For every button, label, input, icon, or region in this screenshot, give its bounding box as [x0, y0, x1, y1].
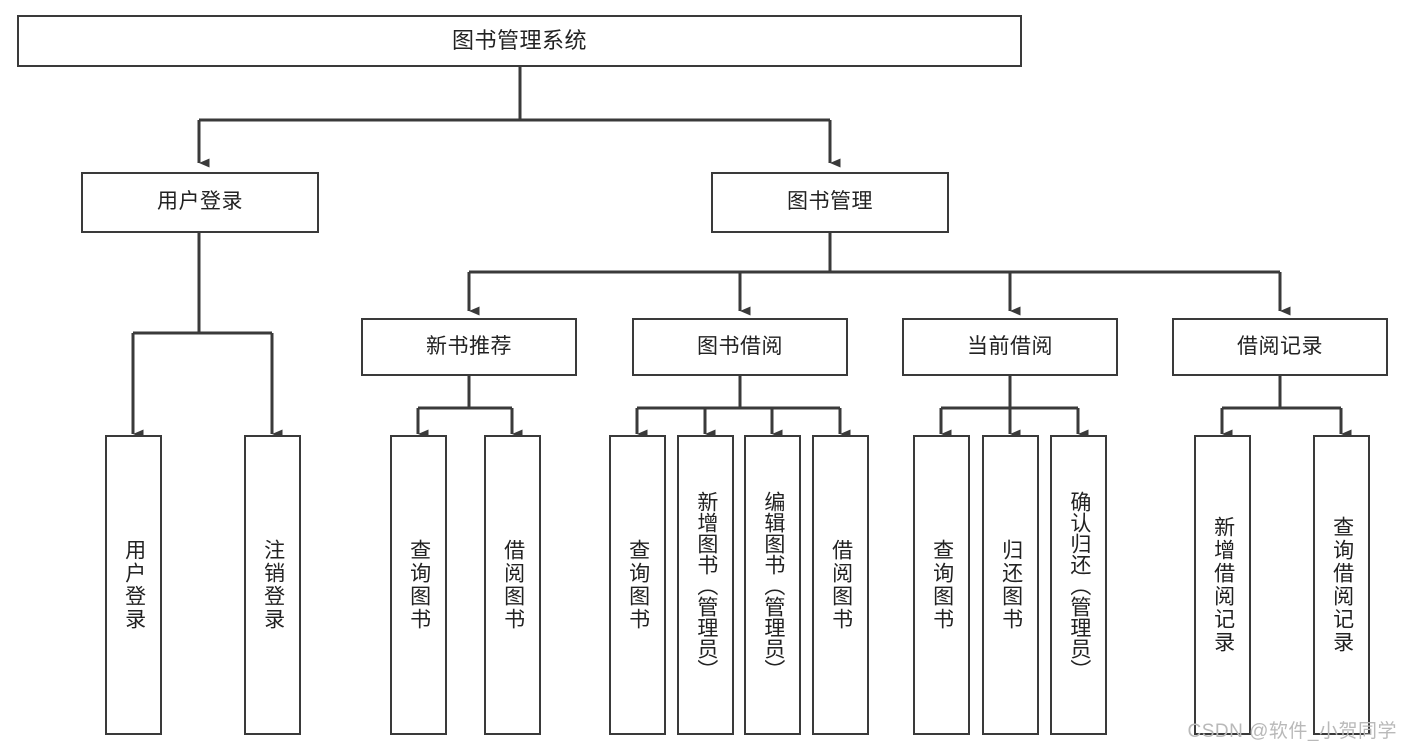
- node-leaf-borrow-lend[interactable]: 借阅图书: [812, 435, 869, 735]
- node-book-manage-label: 图书管理: [787, 190, 873, 214]
- node-leaf-rec-search-label: 查询借阅记录: [1330, 516, 1354, 654]
- node-leaf-rec-search[interactable]: 查询借阅记录: [1313, 435, 1370, 735]
- node-user-login-label: 用户登录: [157, 190, 243, 214]
- node-leaf-cur-confirm[interactable]: 确认归还（管理员）: [1050, 435, 1107, 735]
- node-leaf-borrow-query-label: 查询图书: [626, 539, 650, 631]
- node-new-book-rec[interactable]: 新书推荐: [361, 318, 577, 376]
- node-root-label: 图书管理系统: [451, 28, 587, 54]
- node-root[interactable]: 图书管理系统: [17, 15, 1022, 67]
- node-leaf-user-login[interactable]: 用户登录: [105, 435, 162, 735]
- node-leaf-rec-query[interactable]: 查询图书: [390, 435, 447, 735]
- node-leaf-borrow-add-label: 新增图书（管理员）: [694, 490, 718, 680]
- node-leaf-cur-query-label: 查询图书: [930, 539, 954, 631]
- node-leaf-borrow-lend-label: 借阅图书: [829, 539, 853, 631]
- node-borrow-record[interactable]: 借阅记录: [1172, 318, 1388, 376]
- node-leaf-borrow-edit-label: 编辑图书（管理员）: [761, 490, 785, 680]
- node-leaf-rec-borrow[interactable]: 借阅图书: [484, 435, 541, 735]
- node-borrow-record-label: 借阅记录: [1237, 334, 1323, 358]
- node-leaf-borrow-query[interactable]: 查询图书: [609, 435, 666, 735]
- node-leaf-cur-query[interactable]: 查询图书: [913, 435, 970, 735]
- node-book-borrow-label: 图书借阅: [697, 334, 783, 358]
- node-leaf-borrow-edit[interactable]: 编辑图书（管理员）: [744, 435, 801, 735]
- node-leaf-rec-add[interactable]: 新增借阅记录: [1194, 435, 1251, 735]
- node-current-borrow-label: 当前借阅: [967, 334, 1053, 358]
- node-leaf-cur-confirm-label: 确认归还（管理员）: [1067, 490, 1091, 680]
- node-user-login[interactable]: 用户登录: [81, 172, 319, 233]
- node-new-book-rec-label: 新书推荐: [426, 334, 512, 358]
- node-leaf-cur-return[interactable]: 归还图书: [982, 435, 1039, 735]
- node-leaf-borrow-add[interactable]: 新增图书（管理员）: [677, 435, 734, 735]
- node-leaf-rec-add-label: 新增借阅记录: [1211, 516, 1235, 654]
- node-current-borrow[interactable]: 当前借阅: [902, 318, 1118, 376]
- node-book-borrow[interactable]: 图书借阅: [632, 318, 848, 376]
- node-book-manage[interactable]: 图书管理: [711, 172, 949, 233]
- node-leaf-user-logout[interactable]: 注销登录: [244, 435, 301, 735]
- node-leaf-cur-return-label: 归还图书: [999, 539, 1023, 631]
- node-leaf-user-login-label: 用户登录: [122, 539, 146, 631]
- node-leaf-rec-borrow-label: 借阅图书: [501, 539, 525, 631]
- watermark: CSDN @软件_小贺同学: [1187, 721, 1397, 742]
- node-leaf-user-logout-label: 注销登录: [261, 539, 285, 631]
- node-leaf-rec-query-label: 查询图书: [407, 539, 431, 631]
